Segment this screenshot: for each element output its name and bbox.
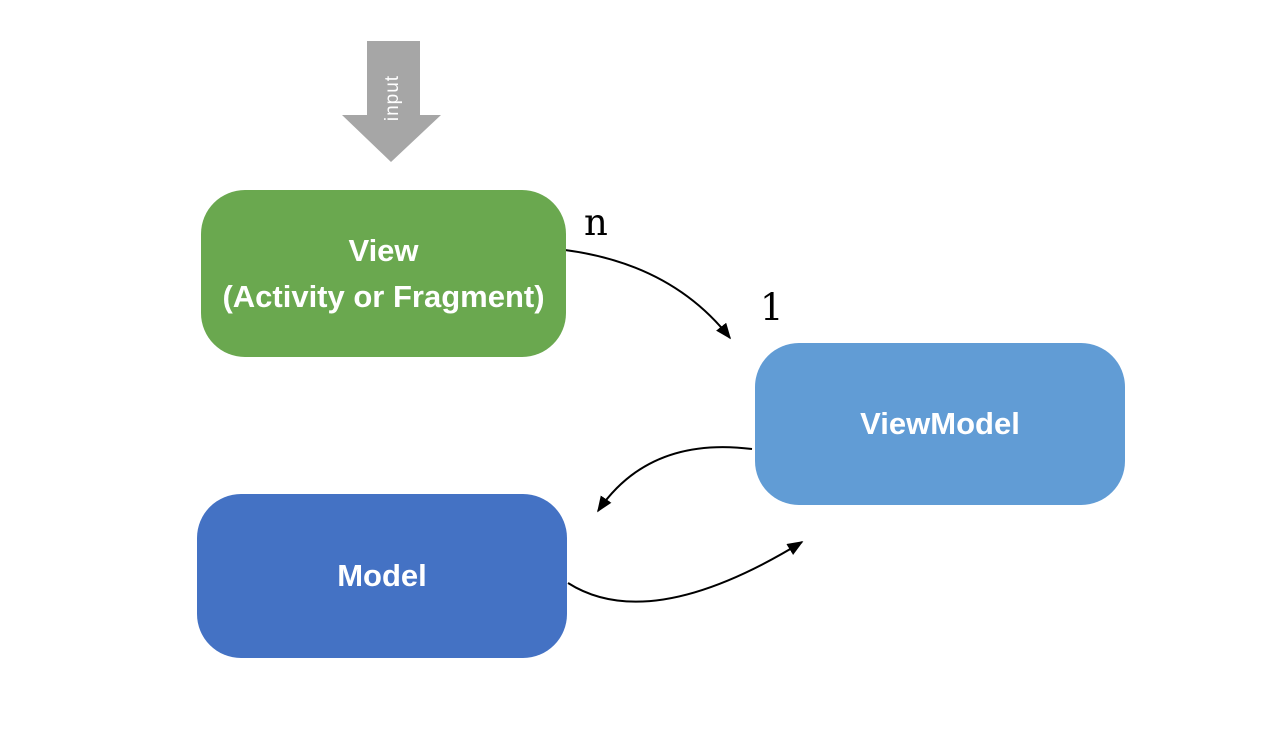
input-block-arrow-icon xyxy=(342,41,441,162)
node-viewmodel-label: ViewModel xyxy=(860,406,1020,442)
node-model: Model xyxy=(197,494,567,658)
multiplicity-label-n: n xyxy=(584,201,608,244)
node-view-label-line2: (Activity or Fragment) xyxy=(222,278,545,314)
connector-model-to-viewmodel xyxy=(567,541,804,603)
connector-view-to-viewmodel xyxy=(564,249,731,340)
input-arrow-label: input xyxy=(382,74,403,122)
node-viewmodel: ViewModel xyxy=(755,343,1125,505)
node-model-label: Model xyxy=(337,558,427,594)
multiplicity-label-1: 1 xyxy=(760,286,784,329)
node-view-label-line1: View xyxy=(348,232,419,268)
connector-viewmodel-to-model xyxy=(597,446,753,513)
node-view: View (Activity or Fragment) xyxy=(201,190,566,357)
